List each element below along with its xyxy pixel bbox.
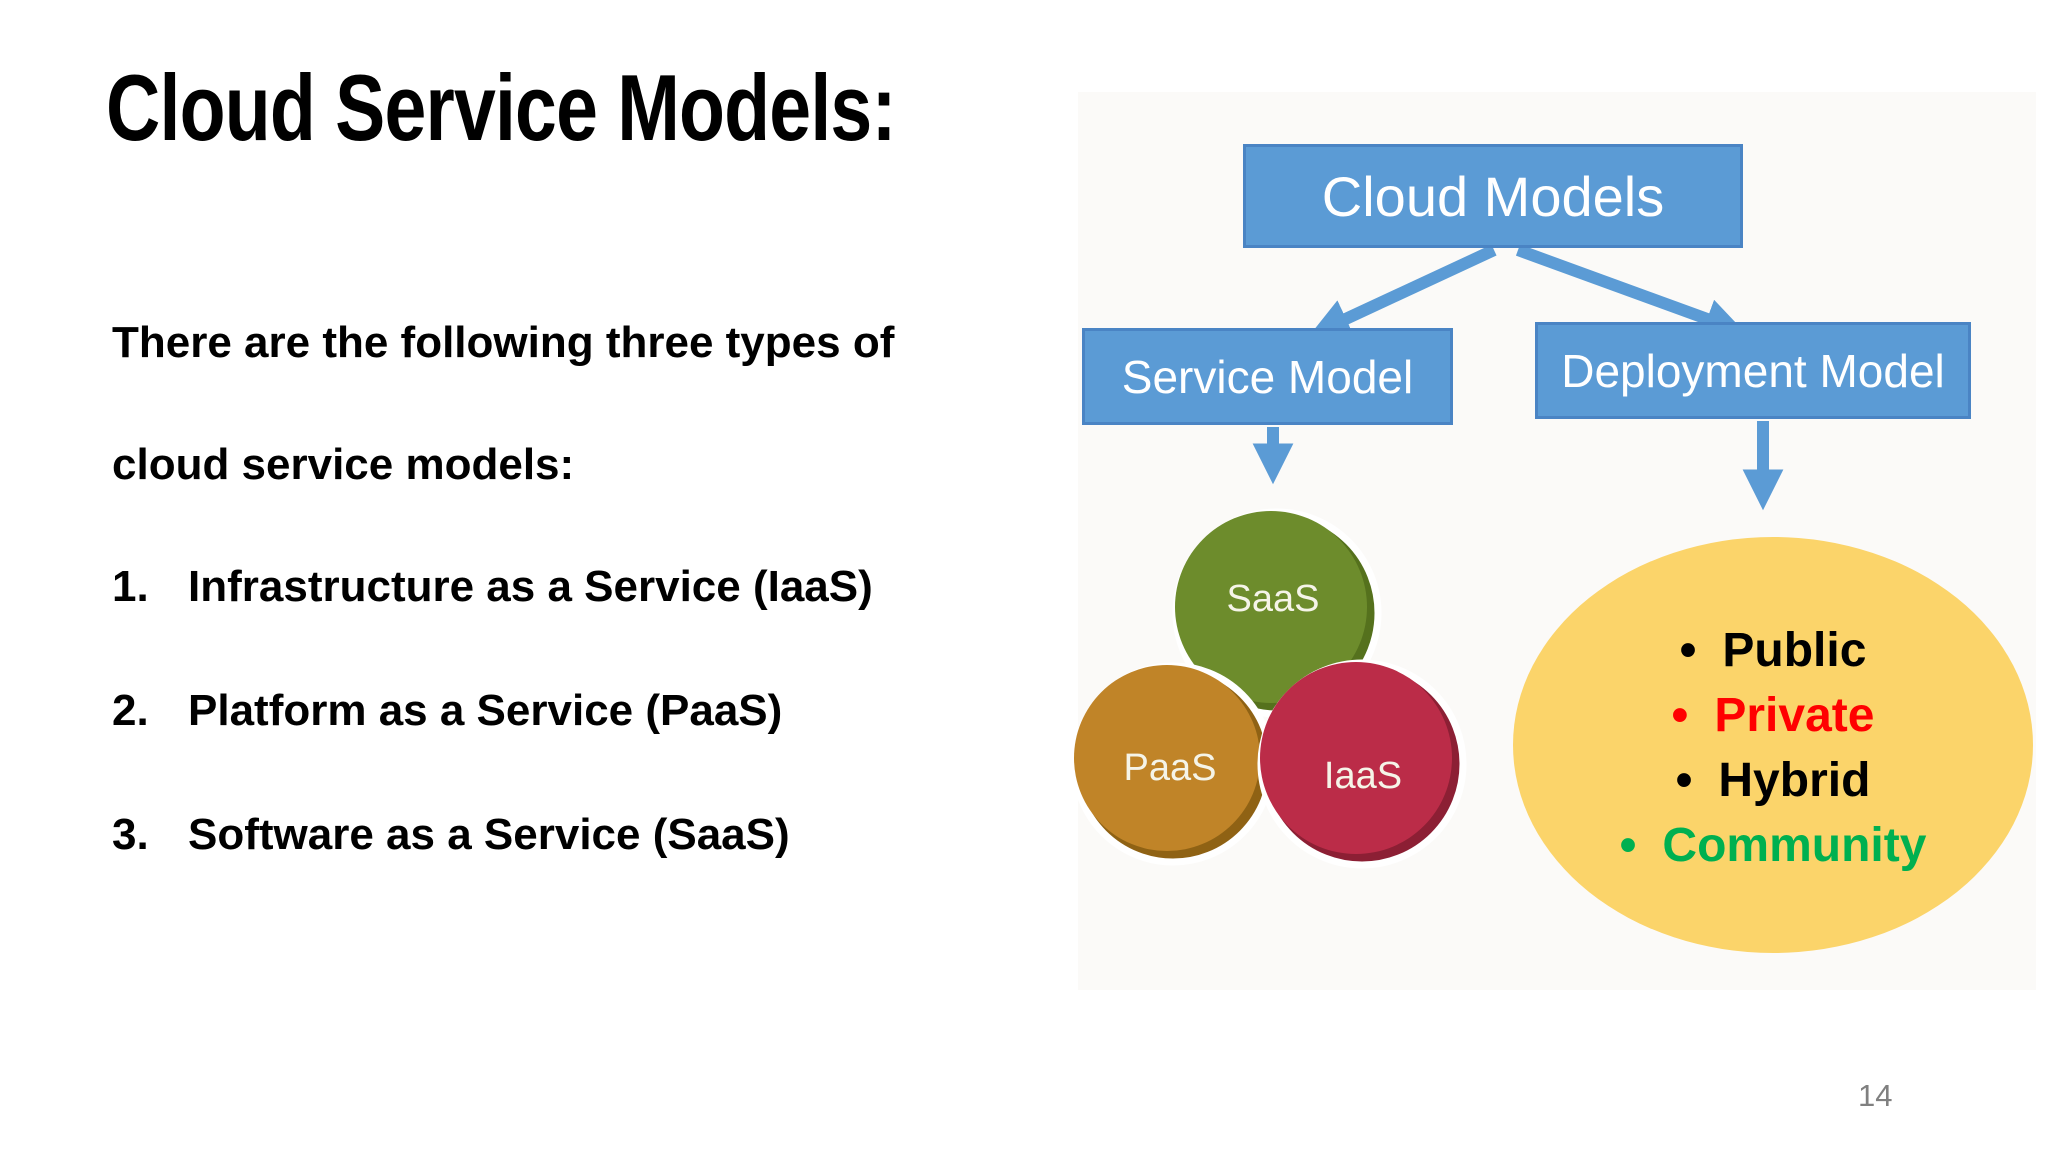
cloud-models-label: Cloud Models (1321, 164, 1665, 228)
list-item-saas: 3. Software as a Service (SaaS) (112, 810, 790, 860)
service-model-box: Service Model (1082, 328, 1453, 425)
arrow-root-to-deployment (1515, 244, 1746, 339)
list-text: Software as a Service (SaaS) (188, 810, 790, 859)
list-item-iaas: 1. Infrastructure as a Service (IaaS) (112, 562, 873, 612)
deployment-option-label: Private (1714, 689, 1875, 742)
iaas-circle (1260, 662, 1452, 854)
list-number: 2. (112, 686, 149, 735)
intro-text-line-2: cloud service models: (112, 440, 575, 489)
list-text: Infrastructure as a Service (IaaS) (188, 562, 873, 611)
deployment-option-private: • Private (1543, 683, 2003, 748)
deployment-option-public: • Public (1543, 618, 2003, 683)
service-model-label: Service Model (1121, 350, 1414, 403)
deployment-option-hybrid: • Hybrid (1543, 748, 2003, 813)
deployment-options-list: • Public • Private • Hybrid • Community (1543, 618, 2003, 878)
bullet-icon: • (1671, 689, 1689, 742)
list-item-paas: 2. Platform as a Service (PaaS) (112, 686, 782, 736)
list-text: Platform as a Service (PaaS) (188, 686, 783, 735)
intro-text-line-1: There are the following three types of (112, 318, 895, 367)
list-number: 3. (112, 810, 149, 859)
deployment-model-label: Deployment Model (1561, 344, 1945, 397)
deployment-ellipse (1513, 537, 2033, 953)
bullet-icon: • (1675, 754, 1693, 807)
deployment-option-label: Hybrid (1718, 754, 1871, 807)
bullet-icon: • (1679, 624, 1697, 677)
paas-circle-label: PaaS (1124, 747, 1217, 789)
deployment-model-box: Deployment Model (1535, 322, 1971, 419)
deployment-option-label: Public (1722, 624, 1867, 677)
arrow-root-to-service (1309, 244, 1497, 338)
list-number: 1. (112, 562, 149, 611)
iaas-circle-label: IaaS (1324, 755, 1402, 797)
deployment-option-label: Community (1662, 819, 1927, 872)
saas-circle (1175, 511, 1367, 703)
deployment-option-community: • Community (1543, 813, 2003, 878)
saas-circle-label: SaaS (1227, 578, 1320, 620)
cloud-models-box: Cloud Models (1243, 144, 1743, 248)
paas-circle (1074, 665, 1260, 851)
bullet-icon: • (1619, 819, 1637, 872)
page-number: 14 (1858, 1078, 1893, 1113)
page-title: Cloud Service Models: (106, 55, 897, 160)
